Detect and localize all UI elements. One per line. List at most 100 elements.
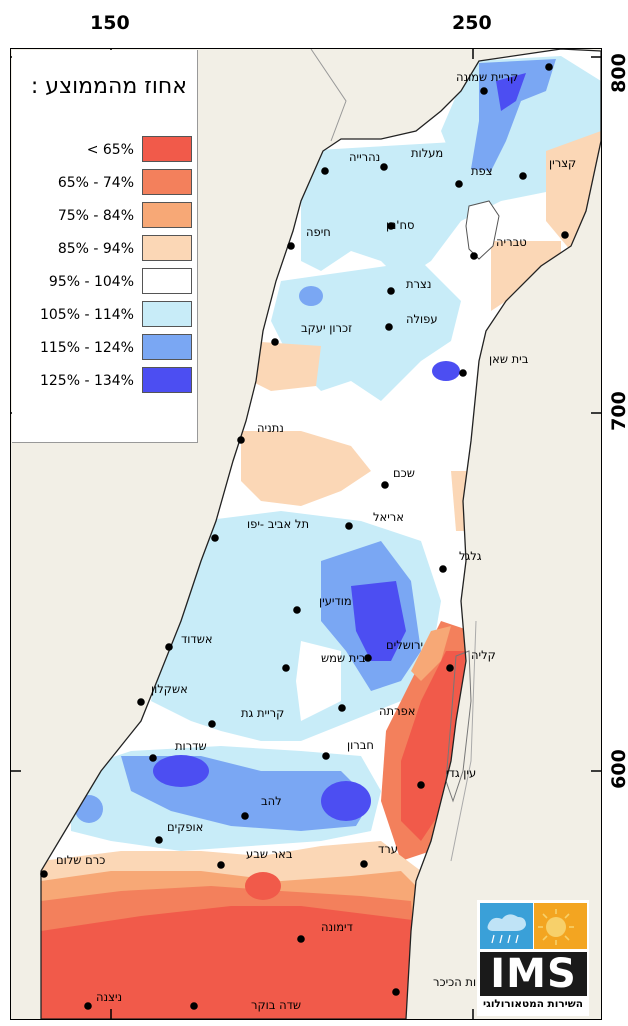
sea-of-galilee: [465, 200, 500, 260]
city-marker-kerem-shalom: [40, 870, 48, 878]
city-marker-sakhnin: [387, 222, 395, 230]
legend-item: 115% - 124%: [12, 334, 197, 364]
legend-label: 75% - 84%: [57, 208, 134, 224]
legend-item: < 65%: [12, 136, 197, 166]
zone-beit-shean-dark: [432, 361, 460, 381]
ims-subtitle: השירות המטאורולוגי: [483, 998, 583, 1010]
legend-item: 65% - 74%: [12, 169, 197, 199]
city-label-jerusalem: ירושלים: [386, 638, 423, 652]
dead-sea-shore: [450, 620, 477, 862]
legend-item: 105% - 114%: [12, 301, 197, 331]
city-marker-ein-gedi: [417, 781, 425, 789]
legend: אחוז מהממוצע : < 65% 65% - 74% 75% - 84%…: [12, 50, 198, 443]
city-label-beit-shean: בית שאן: [489, 352, 529, 366]
city-label-beer-sheva: באר שבע: [246, 847, 293, 861]
zone-deadsea-red: [401, 651, 466, 841]
zone-sderot-dark: [153, 755, 209, 787]
legend-label: 85% - 94%: [57, 241, 134, 257]
border-line: [310, 49, 347, 142]
city-label-tiberias: טבריה: [496, 235, 527, 249]
legend-swatch: [142, 268, 192, 294]
city-label-dimona: דימונה: [321, 920, 353, 934]
city-marker-ariel: [345, 522, 353, 530]
city-marker-kalia: [446, 664, 454, 672]
legend-label: 95% - 104%: [48, 274, 134, 290]
legend-item: 75% - 84%: [12, 202, 197, 232]
city-marker-zichron: [271, 338, 279, 346]
city-marker-shechem: [381, 481, 389, 489]
zone-south-red: [41, 906, 421, 1019]
city-label-sakhnin: סח'נין: [386, 218, 414, 232]
legend-swatch: [142, 202, 192, 228]
city-label-ariel: אריאל: [373, 510, 404, 524]
city-label-gilgal: גלגל: [459, 549, 482, 563]
city-marker-arad: [360, 860, 368, 868]
city-label-haifa: חיפה: [306, 225, 331, 239]
city-marker-neot-hakikar: [392, 988, 400, 996]
zone-south-red-blob: [245, 872, 281, 900]
zone-lahav-dark: [321, 781, 371, 821]
city-label-shechem: שכם: [393, 466, 415, 480]
city-marker-ofakim: [155, 836, 163, 844]
city-label-maalot: מעלות: [411, 146, 443, 160]
city-label-zichron: זכרון יעקב: [301, 321, 352, 335]
zone-sharon-orange: [241, 431, 371, 506]
city-label-kiryat-gat: קריית גת: [241, 706, 284, 720]
city-label-nitzana: ניצנה: [96, 990, 122, 1004]
legend-title: אחוז מהממוצע :: [30, 74, 187, 99]
zone-jerusalem-dark: [351, 581, 406, 661]
city-label-sderot: שדרות: [175, 739, 207, 753]
legend-swatch: [142, 169, 192, 195]
grid-label-y-800: 800: [607, 53, 628, 93]
city-marker-ashkelon: [137, 698, 145, 706]
grid-label-y-600: 600: [607, 749, 628, 789]
israel-outline: [40, 49, 601, 1019]
city-label-sde-boker: שדה בוקר: [251, 998, 301, 1012]
legend-swatch: [142, 367, 192, 393]
city-label-beit-shemesh: בית שמש: [321, 651, 366, 665]
zone-east-orange: [491, 241, 561, 311]
city-label-efrata: אפרתה: [379, 704, 415, 718]
legend-label: 115% - 124%: [39, 340, 134, 356]
city-marker-sderot: [149, 754, 157, 762]
city-label-ofakim: אופקים: [167, 820, 203, 834]
city-marker-maalot: [380, 163, 388, 171]
zone-kalia-orange: [411, 626, 451, 681]
zone-north-blue: [301, 121, 601, 281]
city-marker-kiryat-gat: [208, 720, 216, 728]
legend-swatch: [142, 235, 192, 261]
city-marker-nitzana: [84, 1002, 92, 1010]
city-label-ashdod: אשדוד: [181, 632, 213, 646]
city-label-katzrin: קצרין: [549, 156, 576, 170]
city-marker-dimona: [297, 935, 305, 943]
ims-logo: IMS השירות המטאורולוגי: [477, 900, 589, 1016]
city-marker-efrata: [338, 704, 346, 712]
legend-item: 85% - 94%: [12, 235, 197, 265]
city-marker-tel-aviv: [211, 534, 219, 542]
city-label-ashkelon: אשקלון: [151, 682, 188, 696]
city-marker-kiryat-shmona: [480, 87, 488, 95]
city-label-tel-aviv: תל אביב -יפו: [247, 517, 309, 531]
zone-central-white: [296, 641, 341, 721]
legend-swatch: [142, 334, 192, 360]
city-marker-afula: [385, 323, 393, 331]
city-marker-modiin: [293, 606, 301, 614]
city-marker-lahav: [241, 812, 249, 820]
legend-item: 125% - 134%: [12, 367, 197, 397]
zone-hermon-dark: [496, 73, 526, 111]
city-label-netanya: נתניה: [257, 421, 284, 435]
ims-wordmark: IMS: [480, 952, 587, 996]
city-marker-beit-shemesh: [282, 664, 290, 672]
legend-item: 95% - 104%: [12, 268, 197, 298]
city-marker-tzfat: [455, 180, 463, 188]
city-label-tzfat: צפת: [471, 164, 493, 178]
city-marker-haifa: [287, 242, 295, 250]
city-marker-katzrin: [519, 172, 527, 180]
city-label-kiryat-shmona: קריית שמונה: [456, 70, 518, 84]
city-label-kerem-shalom: כרם שלום: [56, 853, 105, 867]
city-label-lahav: להב: [261, 794, 282, 808]
city-marker-majdal-shams: [545, 63, 553, 71]
city-marker-beit-shean: [459, 369, 467, 377]
city-label-arad: ערד: [378, 842, 398, 856]
city-label-neot-hakikar: נאות הכיכר: [433, 975, 488, 989]
